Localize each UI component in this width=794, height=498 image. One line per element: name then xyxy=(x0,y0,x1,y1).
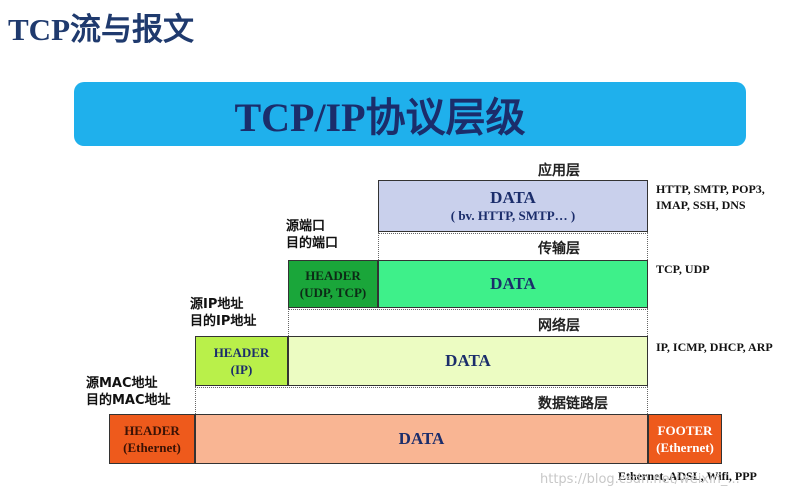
destination-mac-label: 目的MAC地址 xyxy=(86,393,171,408)
transport-header-box: HEADER (UDP, TCP) xyxy=(288,260,378,308)
link-header-line1: HEADER xyxy=(124,423,180,438)
transport-data-box: DATA xyxy=(378,260,648,308)
watermark: https://blog.csdn.net/weixin_... xyxy=(540,472,740,487)
application-protocols-line1: HTTP, SMTP, POP3, xyxy=(656,182,765,196)
guide-line xyxy=(288,308,289,336)
application-data-sub: ( bv. HTTP, SMTP… ) xyxy=(450,208,576,223)
link-footer-line1: FOOTER xyxy=(657,423,713,438)
transport-protocols: TCP, UDP xyxy=(656,262,710,276)
application-protocols-line2: IMAP, SSH, DNS xyxy=(656,198,746,212)
destination-port-label: 目的端口 xyxy=(286,236,339,251)
guide-line xyxy=(647,232,648,260)
layer-name-transport: 传输层 xyxy=(538,241,580,257)
network-header-box: HEADER (IP) xyxy=(195,336,288,386)
banner-title: TCP/IP协议层级 xyxy=(234,95,526,140)
link-footer-line2: (Ethernet) xyxy=(656,440,714,455)
network-data-box: DATA xyxy=(288,336,648,386)
network-header-line2: (IP) xyxy=(230,362,253,377)
guide-line xyxy=(288,309,648,310)
transport-data-label: DATA xyxy=(490,274,536,293)
source-mac-label: 源MAC地址 xyxy=(86,376,158,391)
transport-header-line1: HEADER xyxy=(305,268,361,283)
destination-ip-label: 目的IP地址 xyxy=(190,314,257,329)
network-header-line1: HEADER xyxy=(213,345,270,360)
layer-name-link: 数据链路层 xyxy=(538,396,608,412)
link-header-box: HEADER (Ethernet) xyxy=(109,414,195,464)
guide-line xyxy=(378,233,648,234)
transport-side-label: 源端口 目的端口 xyxy=(286,218,338,252)
guide-line xyxy=(195,386,196,414)
network-side-label: 源IP地址 目的IP地址 xyxy=(190,296,256,330)
link-footer-box: FOOTER (Ethernet) xyxy=(648,414,722,464)
link-data-box: DATA xyxy=(195,414,648,464)
application-protocols: HTTP, SMTP, POP3, IMAP, SSH, DNS xyxy=(656,181,765,213)
link-header-line2: (Ethernet) xyxy=(123,440,181,455)
link-side-label: 源MAC地址 目的MAC地址 xyxy=(86,375,171,409)
link-protocols: Ethernet, ADSL, Wifi, PPP xyxy=(618,469,757,483)
title-banner: TCP/IP协议层级 xyxy=(74,82,746,146)
guide-line xyxy=(647,308,648,336)
network-protocols: IP, ICMP, DHCP, ARP xyxy=(656,340,773,354)
application-data-box: DATA ( bv. HTTP, SMTP… ) xyxy=(378,180,648,232)
source-ip-label: 源IP地址 xyxy=(190,297,244,312)
application-data-label: DATA xyxy=(490,188,536,207)
transport-header-line2: (UDP, TCP) xyxy=(299,285,367,300)
link-data-label: DATA xyxy=(398,429,445,448)
source-port-label: 源端口 xyxy=(286,219,326,234)
network-data-label: DATA xyxy=(445,351,491,370)
page-title: TCP流与报文 xyxy=(8,12,194,47)
layer-name-application: 应用层 xyxy=(538,163,580,179)
layer-name-network: 网络层 xyxy=(538,318,580,334)
guide-line xyxy=(647,386,648,414)
guide-line xyxy=(378,232,379,260)
guide-line xyxy=(195,387,648,388)
